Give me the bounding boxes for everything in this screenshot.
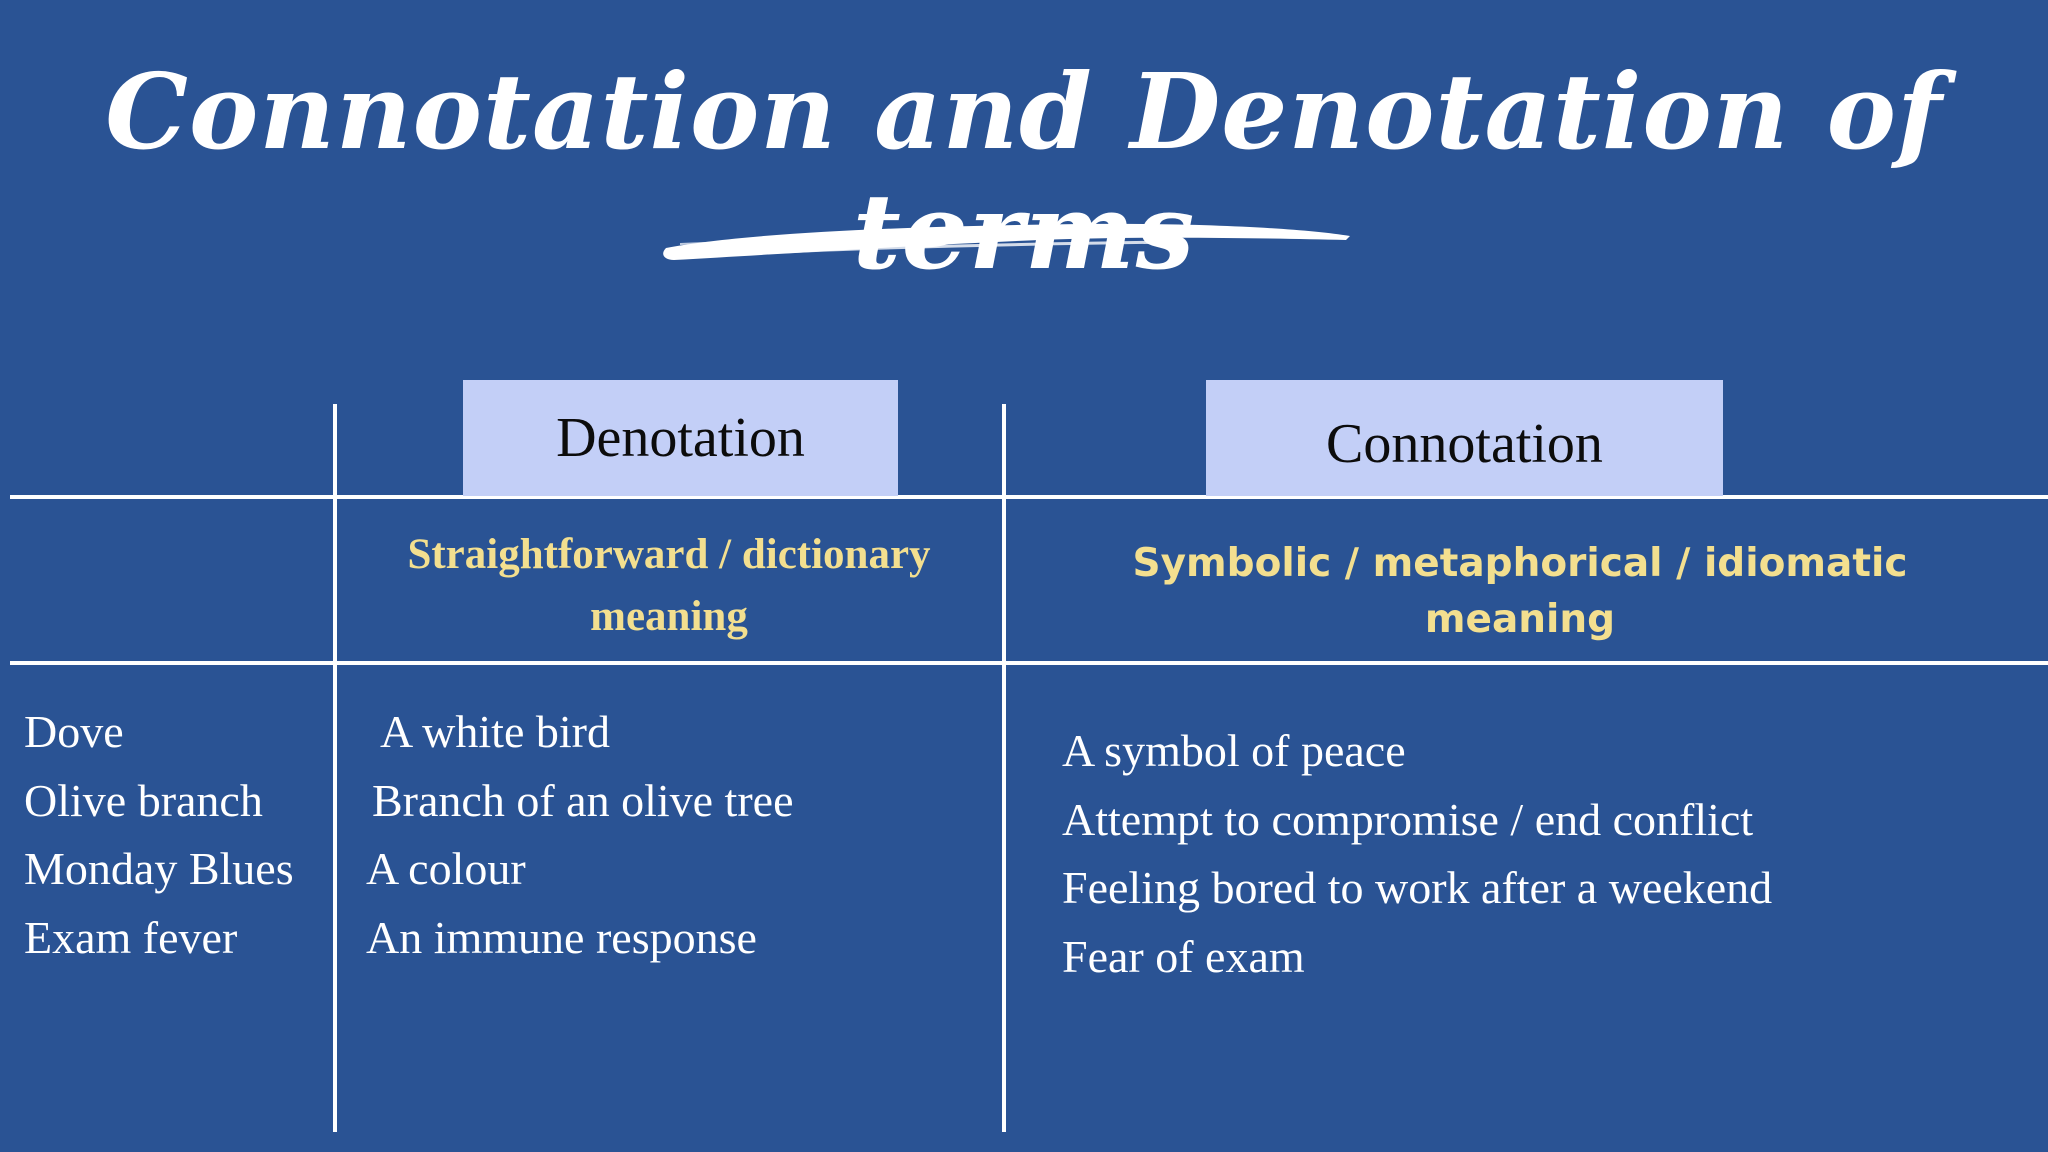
table-divider-horizontal-2 — [10, 661, 2048, 665]
denotation-item: A colour — [366, 843, 526, 894]
term-item: Monday Blues — [24, 843, 294, 894]
connotation-header-label: Connotation — [1326, 413, 1603, 475]
terms-list: Dove Olive branch Monday Blues Exam feve… — [24, 698, 294, 972]
connotation-item: Fear of exam — [1062, 930, 1305, 982]
connotation-header: Connotation — [1206, 380, 1723, 496]
denotation-subheader: Straightforward / dictionary meaning — [336, 524, 1002, 648]
denotation-header-label: Denotation — [556, 407, 805, 469]
connotation-item: Attempt to compromise / end conflict — [1062, 793, 1754, 845]
denotation-item: Branch of an olive tree — [372, 774, 794, 826]
connotation-subheader: Symbolic / metaphorical / idiomatic mean… — [1006, 536, 2034, 648]
denotation-header: Denotation — [463, 380, 898, 496]
table-divider-horizontal-1 — [10, 495, 2048, 499]
connotation-item: A symbol of peace — [1062, 725, 1406, 776]
denotations-list: A white bird Branch of an olive tree A c… — [366, 698, 793, 972]
term-item: Olive branch — [24, 774, 263, 826]
brush-stroke-divider — [663, 223, 1350, 260]
table-divider-vertical-1 — [333, 404, 337, 1132]
term-item: Dove — [24, 706, 124, 757]
table-divider-vertical-2 — [1002, 404, 1006, 1132]
denotation-subheader-line-2: meaning — [590, 593, 748, 640]
connotations-list: A symbol of peace Attempt to compromise … — [1062, 717, 1772, 991]
connotation-subheader-line-1: Symbolic / metaphorical / idiomatic — [1132, 541, 1908, 586]
denotation-item: An immune response — [366, 911, 757, 963]
connotation-item: Feeling bored to work after a weekend — [1062, 862, 1773, 913]
connotation-subheader-line-2: meaning — [1424, 597, 1616, 642]
term-item: Exam fever — [24, 911, 238, 963]
denotation-item: A white bird — [380, 706, 610, 757]
denotation-subheader-line-1: Straightforward / dictionary — [407, 531, 931, 578]
